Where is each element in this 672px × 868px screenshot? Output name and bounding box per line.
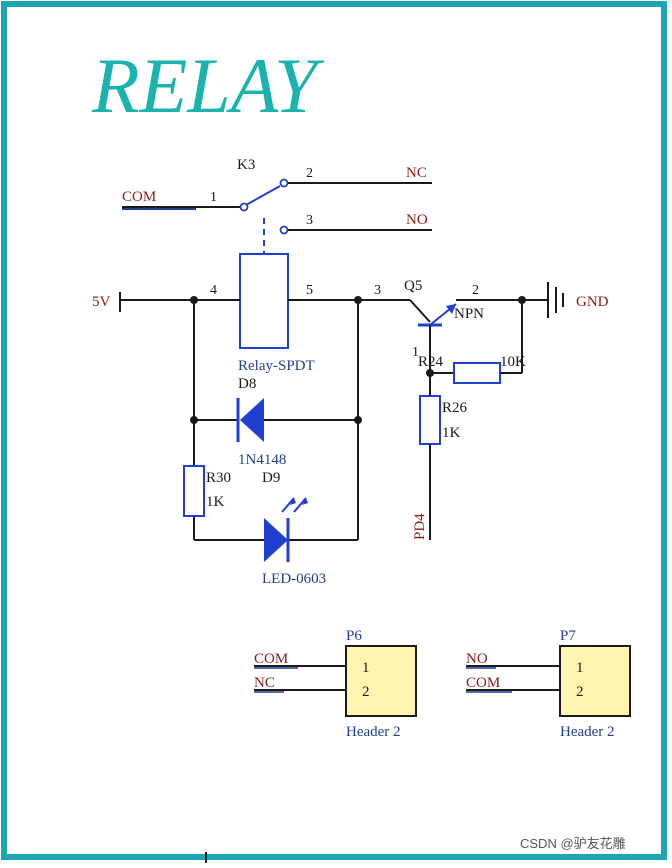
p7-net1-label: NO xyxy=(466,651,488,667)
5v-net-label: 5V xyxy=(92,294,111,310)
p7-header-body xyxy=(559,645,631,717)
p7-pin1-number: 1 xyxy=(576,660,584,676)
q5-pin1-number: 1 xyxy=(412,345,419,360)
d9-light-arrow-2 xyxy=(293,497,307,513)
p6-header-body xyxy=(345,645,417,717)
r26-value-label: 1K xyxy=(442,425,461,441)
p6-ref-label: P6 xyxy=(346,628,362,644)
relay-pin3-number: 3 xyxy=(306,213,313,228)
watermark: CSDN @驴友花雕 xyxy=(520,836,626,851)
d9-light-arrowhead-1 xyxy=(290,498,296,505)
d8-value-label: 1N4148 xyxy=(238,452,286,468)
p6-type-label: Header 2 xyxy=(346,724,401,740)
r30-resistor xyxy=(183,465,205,517)
p6-net1-label: COM xyxy=(254,651,288,667)
q5-type-label: NPN xyxy=(454,306,484,322)
schematic-title: RELAY xyxy=(91,42,325,129)
p7-net2-label: COM xyxy=(466,675,500,691)
d8-diode-symbol xyxy=(240,398,264,442)
r30-value-label: 1K xyxy=(206,494,225,510)
junction-d8-right xyxy=(354,416,362,424)
gnd-net-label: GND xyxy=(576,294,609,310)
switch-arm xyxy=(245,185,281,206)
r30-ref-label: R30 xyxy=(206,470,231,486)
relay-pin5-number: 5 xyxy=(306,283,313,298)
pd4-net-label: PD4 xyxy=(412,513,428,540)
r24-value-label: 10K xyxy=(500,354,526,370)
relay-pin2-number: 2 xyxy=(306,166,313,181)
d8-ref-label: D8 xyxy=(238,376,256,392)
nc-net-label: NC xyxy=(406,165,427,181)
junction-d8-left xyxy=(190,416,198,424)
r24-ref-label: R24 xyxy=(418,354,444,370)
relay-ref-label: K3 xyxy=(237,157,255,173)
relay-type-label: Relay-SPDT xyxy=(238,358,315,374)
relay-coil xyxy=(239,253,289,349)
r26-resistor xyxy=(419,395,441,445)
d9-light-arrow-1 xyxy=(281,497,295,513)
q5-pin3-number: 3 xyxy=(374,283,381,298)
switch-common-contact xyxy=(239,202,249,212)
r24-resistor xyxy=(453,362,501,384)
d9-ref-label: D9 xyxy=(262,470,280,486)
switch-nc-contact xyxy=(279,178,289,188)
q5-collector-lead xyxy=(409,299,431,323)
q5-emitter-arrow xyxy=(446,304,456,314)
junction-base xyxy=(426,369,434,377)
q5-ref-label: Q5 xyxy=(404,278,422,294)
p7-ref-label: P7 xyxy=(560,628,576,644)
relay-pin1-number: 1 xyxy=(210,190,217,205)
r26-ref-label: R26 xyxy=(442,400,468,416)
p6-pin1-number: 1 xyxy=(362,660,370,676)
d9-led-symbol xyxy=(264,518,288,562)
q5-pin2-number: 2 xyxy=(472,283,479,298)
relay-pin4-number: 4 xyxy=(210,283,217,298)
d9-value-label: LED-0603 xyxy=(262,571,326,587)
switch-no-contact xyxy=(279,225,289,235)
p6-pin2-number: 2 xyxy=(362,684,370,700)
p7-pin2-number: 2 xyxy=(576,684,584,700)
p6-net2-label: NC xyxy=(254,675,275,691)
d9-light-arrowhead-2 xyxy=(302,498,308,505)
no-net-label: NO xyxy=(406,212,428,228)
com-net-label: COM xyxy=(122,189,156,205)
p7-type-label: Header 2 xyxy=(560,724,615,740)
